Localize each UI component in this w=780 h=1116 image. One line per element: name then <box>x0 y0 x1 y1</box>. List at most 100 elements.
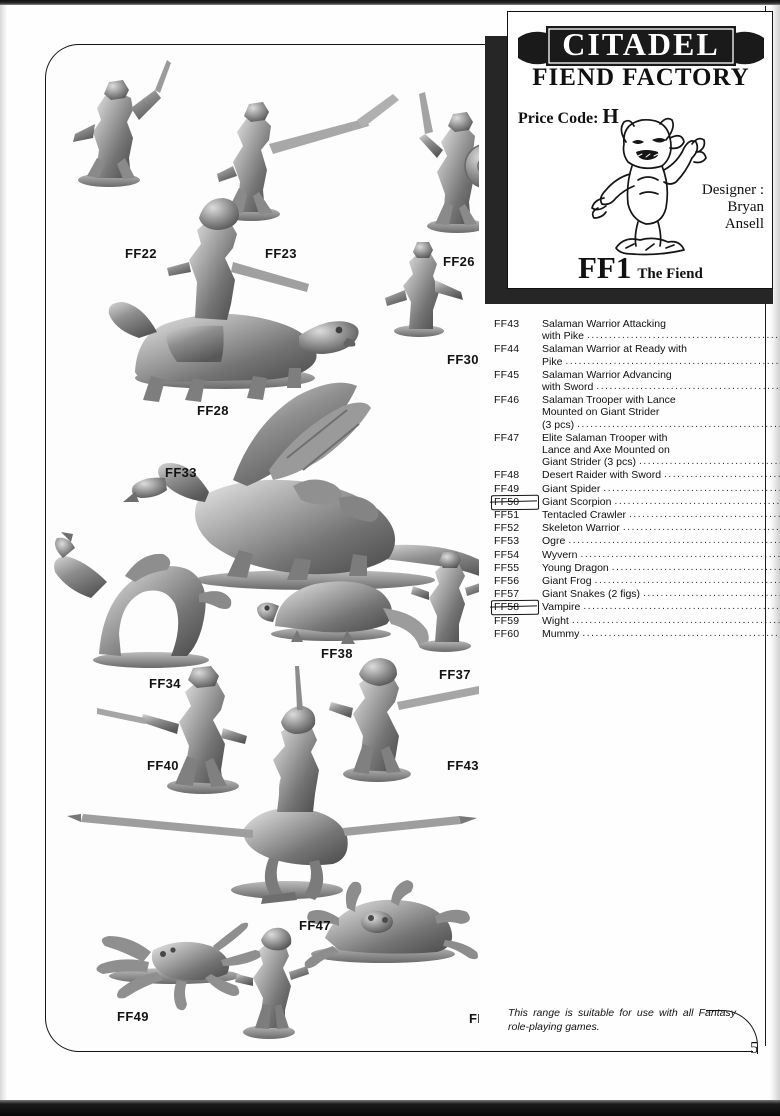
range-title: FIEND FACTORY <box>532 64 750 91</box>
product-description: Giant Frog..............................… <box>542 575 780 588</box>
product-description-text: Giant Scorpion <box>542 495 612 508</box>
product-code-ff45: FF45 <box>494 368 520 381</box>
product-description-last-line: Giant Scorpion..........................… <box>542 496 780 509</box>
dot-leader: ........................................… <box>583 601 780 613</box>
product-description: Desert Raider with Sword................… <box>542 469 780 482</box>
product-description-last-line: with Sword..............................… <box>542 381 780 394</box>
photo-label-ff40: FF40 <box>147 758 179 773</box>
product-row: FF52 Skeleton Warrior....................… <box>494 522 780 535</box>
figure-ff38 <box>257 581 429 646</box>
citadel-banner: CITADEL <box>516 24 766 68</box>
product-description-last-line: Giant Spider............................… <box>542 483 780 496</box>
scan-left-edge <box>0 5 7 1100</box>
designer-label: Designer : <box>701 182 764 198</box>
product-description-text: Giant Spider <box>542 482 601 495</box>
designer-name-line2: Ansell <box>724 216 764 232</box>
product-code-ff52: FF52 <box>494 522 520 535</box>
scan-bottom-edge <box>0 1100 780 1116</box>
product-description-text: Vampire <box>542 601 581 614</box>
dot-leader: ........................................… <box>614 495 780 507</box>
product-description-last-line: Pike....................................… <box>542 356 780 369</box>
product-code-ff47: FF47 <box>494 431 520 444</box>
page-content-frame <box>45 44 753 1052</box>
product-description: Mummy...................................… <box>542 628 780 641</box>
product-description-line: Salaman Trooper with Lance <box>542 394 676 407</box>
price-code-label: Price Code: <box>518 110 599 127</box>
product-description-text: Wight <box>542 614 569 627</box>
photo-label-ff30: FF30 <box>447 352 479 367</box>
product-description-text: Giant Snakes (2 figs) <box>542 588 641 601</box>
product-description-text: Wyvern <box>542 548 578 561</box>
product-description: Wight...................................… <box>542 615 780 628</box>
product-description-last-line: Mummy...................................… <box>542 628 780 641</box>
product-description-text: Giant Frog <box>542 575 592 588</box>
product-code-annotated-ff58: FF58 <box>494 601 542 613</box>
product-description-text: Young Dragon <box>542 561 609 574</box>
product-code-ff51: FF51 <box>494 509 520 522</box>
photo-label-ff34: FF34 <box>149 676 181 691</box>
figure-ff30 <box>385 242 463 337</box>
dot-leader: ........................................… <box>664 469 780 481</box>
product-description: Ogre....................................… <box>542 535 780 548</box>
dot-leader: ........................................… <box>582 627 780 639</box>
photo-label-ff52: FF52 <box>329 1049 361 1050</box>
product-description-last-line: Tentacled Crawler.......................… <box>542 509 780 522</box>
figure-ff51 <box>304 880 478 969</box>
photo-label-ff37: FF37 <box>439 667 471 682</box>
figure-ff26 <box>419 92 479 233</box>
product-description: Vampire.................................… <box>542 601 780 614</box>
product-code-ff57: FF57 <box>494 588 520 601</box>
product-description: Giant Snakes (2 figs)...................… <box>542 588 780 601</box>
product-description-last-line: Skeleton Warrior........................… <box>542 522 780 535</box>
fiend-illustration <box>591 117 707 256</box>
dot-leader: ........................................… <box>596 381 780 393</box>
figure-ff28 <box>108 198 359 402</box>
price-code-value: H <box>602 104 619 128</box>
product-description-line: Salaman Warrior at Ready with <box>542 343 687 356</box>
product-description-last-line: Wyvern..................................… <box>542 549 780 562</box>
product-row: FF51 Tentacled Crawler...................… <box>494 509 780 522</box>
photo-label-ff23: FF23 <box>265 246 297 261</box>
dot-leader: ........................................… <box>594 575 780 587</box>
product-description: Tentacled Crawler.......................… <box>542 509 780 522</box>
scan-right-edge <box>770 5 780 1100</box>
product-description-last-line: Giant Strider (3 pcs)...................… <box>542 456 780 469</box>
photo-label-ff49: FF49 <box>117 1009 149 1024</box>
product-description-text: Ogre <box>542 535 566 548</box>
dot-leader: ........................................… <box>603 482 780 494</box>
miniatures-photograph <box>47 46 479 1050</box>
dot-leader: ........................................… <box>629 509 780 521</box>
product-description: Young Dragon............................… <box>542 562 780 575</box>
product-description: Giant Spider............................… <box>542 483 780 496</box>
product-description-text: with Pike <box>542 330 585 343</box>
product-code-ff59: FF59 <box>494 614 520 627</box>
dot-leader: ........................................… <box>643 588 780 600</box>
figure-ff52 <box>235 927 309 1039</box>
figure-ff47 <box>67 666 477 904</box>
dot-leader: ........................................… <box>565 355 780 367</box>
figure-ff43 <box>329 658 479 782</box>
figure-ff34 <box>54 532 232 668</box>
product-description-text: Mummy <box>542 627 580 640</box>
product-description-last-line: Vampire.................................… <box>542 601 780 614</box>
product-description-line: Salaman Warrior Advancing <box>542 368 672 381</box>
product-description-last-line: Ogre....................................… <box>542 535 780 548</box>
product-row: FF60 Mummy...............................… <box>494 627 780 641</box>
dot-leader: ........................................… <box>571 614 780 626</box>
dot-leader: ........................................… <box>587 330 780 342</box>
product-code-ff60: FF60 <box>494 627 520 640</box>
dot-leader: ........................................… <box>580 548 780 560</box>
photo-label-ff51: FF51 <box>469 1011 479 1026</box>
product-code-ff43: FF43 <box>494 318 520 330</box>
product-code-ff44: FF44 <box>494 343 520 356</box>
